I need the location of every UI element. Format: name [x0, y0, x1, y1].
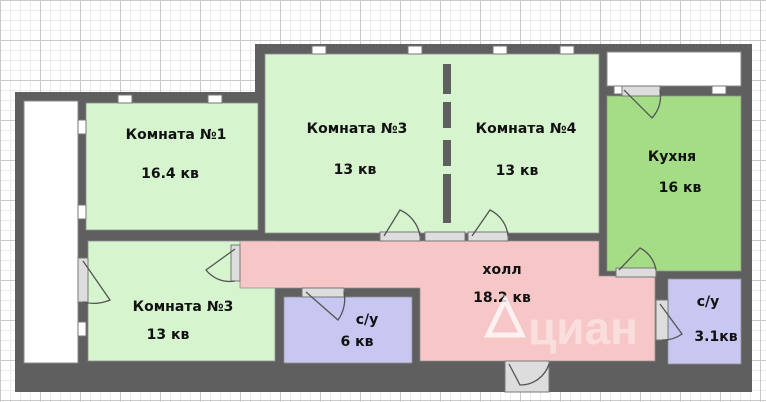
- svg-text:Комната №3: Комната №3: [307, 121, 408, 137]
- room-4-label: Комната №4 13 кв: [476, 121, 577, 179]
- bathroom-1-area: [283, 296, 413, 364]
- room-1-area: [85, 102, 259, 231]
- svg-text:с/у: с/у: [697, 294, 720, 310]
- bathroom-2-area: [667, 278, 742, 365]
- svg-text:Комната №3: Комната №3: [133, 299, 234, 315]
- room-1-label: Комната №1 16.4 кв: [126, 127, 227, 182]
- svg-text:с/у: с/у: [356, 312, 379, 328]
- svg-text:18.2 кв: 18.2 кв: [473, 290, 531, 306]
- bathroom-2-label: с/у 3.1кв: [694, 294, 737, 345]
- svg-text:3.1кв: 3.1кв: [694, 329, 737, 345]
- svg-text:холл: холл: [482, 262, 521, 278]
- kitchen-label: Кухня 16 кв: [648, 149, 702, 196]
- svg-text:13 кв: 13 кв: [147, 327, 190, 343]
- hall-area: [239, 240, 656, 362]
- hall-label: холл 18.2 кв: [473, 262, 531, 306]
- svg-text:16.4 кв: 16.4 кв: [141, 166, 199, 182]
- kitchen-area: [606, 95, 742, 272]
- room-3-top-area: [264, 53, 600, 234]
- svg-text:циан: циан: [528, 302, 638, 354]
- svg-text:Комната №1: Комната №1: [126, 127, 227, 143]
- svg-text:13 кв: 13 кв: [496, 163, 539, 179]
- svg-text:Кухня: Кухня: [648, 149, 696, 165]
- svg-text:6 кв: 6 кв: [341, 334, 374, 350]
- balcony-left: [23, 100, 79, 364]
- doors: [77, 85, 683, 393]
- svg-text:Комната №4: Комната №4: [476, 121, 577, 137]
- balcony-top-right: [606, 51, 742, 87]
- partition-dashed: [443, 64, 451, 223]
- windows: [77, 45, 727, 337]
- svg-text:16 кв: 16 кв: [659, 180, 702, 196]
- svg-text:13 кв: 13 кв: [334, 162, 377, 178]
- watermark-logo: циан: [484, 294, 638, 354]
- bathroom-1-label: с/у 6 кв: [341, 312, 379, 350]
- room-3-bottom-label: Комната №3 13 кв: [133, 299, 234, 343]
- room-3-top-label: Комната №3 13 кв: [307, 121, 408, 178]
